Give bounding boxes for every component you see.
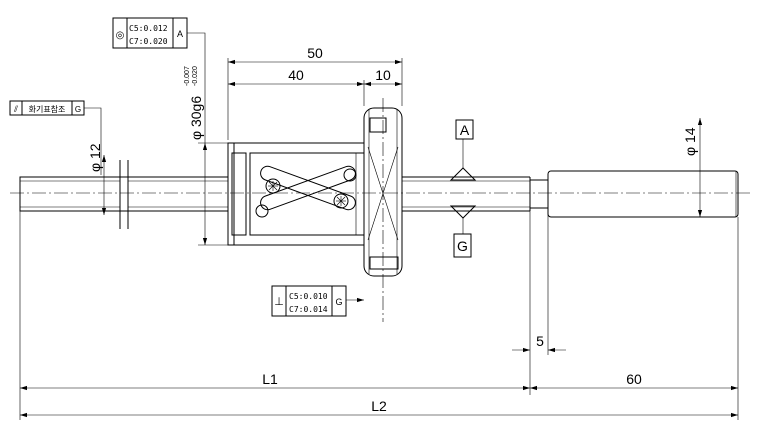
shaft-left-end <box>19 176 121 212</box>
dim-flange-tol-lower: -0.020 <box>192 66 199 86</box>
shaft-step <box>529 179 549 209</box>
perpendicularity-datum: G <box>335 297 342 307</box>
perpendicularity-tolerance-frame: ⊥ C5:0.010 C7:0.014 G <box>271 285 364 317</box>
dim-nut-body-length: 40 <box>288 67 304 83</box>
nut-flange <box>363 98 403 322</box>
dim-step-length: 5 <box>536 333 544 349</box>
flange-bolt-hole <box>369 256 399 270</box>
datum-triangles <box>449 139 477 234</box>
dim-shaft-diameter-right: φ 14 <box>682 127 698 156</box>
nut-seal <box>231 152 247 236</box>
runout-label: 화기표참조 <box>29 104 66 114</box>
dim-length-l1: L1 <box>262 371 278 387</box>
dim-shaft-diameter-left: φ 12 <box>87 143 103 172</box>
shaft-diameter-right-dimension: φ 14 <box>682 118 703 217</box>
screw-shaft <box>19 160 739 229</box>
screw-head-icon <box>265 178 281 194</box>
datum-a-label: A <box>455 119 474 140</box>
dim-length-l2: L2 <box>371 398 387 414</box>
concentricity-c5: C5:0.012 <box>129 24 168 33</box>
step-length-dimension: 5 <box>512 211 566 395</box>
shaft-break-symbol <box>116 160 132 229</box>
return-tube <box>260 165 356 211</box>
dim-journal-length: 60 <box>626 371 642 387</box>
nut-length-dimensions: 50 40 10 <box>227 45 403 140</box>
dim-flange-width: 10 <box>375 67 391 83</box>
perpendicularity-c5: C5:0.010 <box>289 292 328 301</box>
concentricity-tolerance-frame: ◎ C5:0.012 C7:0.020 A <box>112 17 206 143</box>
flange-diameter-dimension: φ 30g6 -0.007 -0.020 <box>184 66 228 246</box>
dim-flange-tol-upper: -0.007 <box>184 66 191 86</box>
perpendicularity-c7: C7:0.014 <box>289 305 328 314</box>
screw-head-icon <box>333 193 349 209</box>
datum-g-label: G <box>453 233 472 258</box>
concentricity-c7: C7:0.020 <box>129 37 168 46</box>
runout-symbol: ⫽ <box>13 104 18 114</box>
shaft-diameter-left-dimension: φ 12 <box>20 143 107 215</box>
concentricity-datum: A <box>177 29 183 39</box>
concentricity-symbol: ◎ <box>116 30 125 41</box>
dim-total-length: 50 <box>307 45 323 61</box>
ball-nut <box>227 142 365 246</box>
perpendicularity-symbol: ⊥ <box>274 296 284 308</box>
svg-text:A: A <box>460 122 470 138</box>
dim-flange-diameter: φ 30g6 <box>188 96 204 140</box>
runout-datum: G <box>75 105 81 114</box>
svg-text:G: G <box>457 238 468 254</box>
flange-bolt-hole-section <box>369 117 387 133</box>
overall-length-dimensions: L1 60 L2 <box>19 211 739 420</box>
runout-tolerance-frame: ⫽ 화기표참조 G <box>9 100 102 175</box>
nut-window <box>249 152 365 236</box>
shaft-journal <box>547 170 739 218</box>
